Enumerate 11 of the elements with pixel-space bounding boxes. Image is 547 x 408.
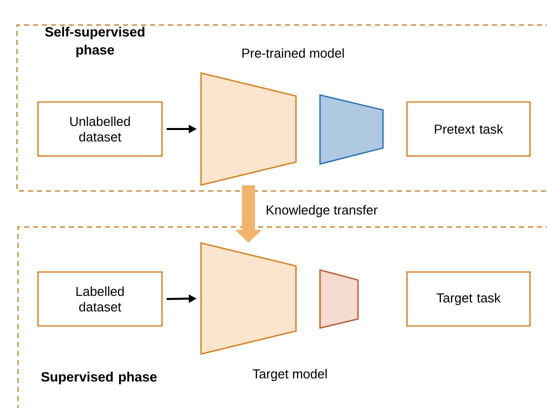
process-box: Labelled dataset (37, 271, 163, 327)
phase-heading: Supervised phase (41, 372, 157, 384)
model-caption: Pre-trained model (242, 48, 344, 58)
process-box: Target task (406, 271, 531, 327)
phase-heading: Self-supervised phase (45, 26, 144, 58)
model-caption: Target model (252, 368, 327, 382)
process-box: Pretext task (406, 101, 531, 157)
trapezoid-block (319, 94, 384, 165)
edge-label: Knowledge transfer (264, 204, 379, 218)
trapezoid-block (319, 269, 359, 329)
process-box: Unlabelled dataset (37, 101, 163, 157)
